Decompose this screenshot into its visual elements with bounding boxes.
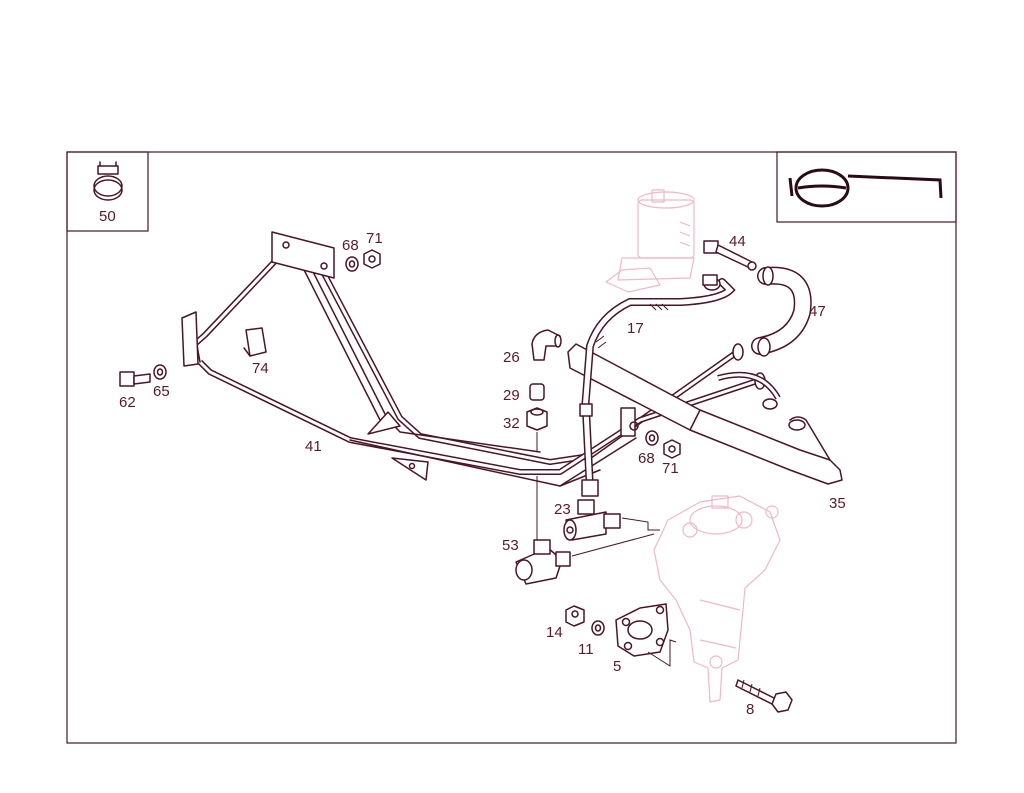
- callout-23: 23: [554, 501, 571, 518]
- callout-5: 5: [613, 658, 621, 675]
- fitting-53: [515, 533, 655, 585]
- diagram-frame: [66, 151, 957, 744]
- nut-32: [526, 407, 548, 431]
- callout-68-right: 68: [638, 450, 655, 467]
- steering-wheel-icon: [788, 168, 943, 208]
- callout-35: 35: [829, 495, 846, 512]
- washer-68-top: [345, 256, 359, 272]
- hose-clamp-icon: [93, 161, 123, 201]
- washer-65: [153, 364, 167, 380]
- callout-71-top: 71: [366, 230, 383, 247]
- callout-68-top: 68: [342, 237, 359, 254]
- callout-26: 26: [503, 349, 520, 366]
- callout-44: 44: [729, 233, 746, 250]
- inset-steering: [776, 151, 957, 223]
- nut-71-right: [663, 439, 681, 459]
- gasket-5: [615, 603, 677, 667]
- suction-hose-35: [567, 343, 843, 485]
- callout-65: 65: [153, 383, 170, 400]
- callout-29: 29: [503, 387, 520, 404]
- callout-11: 11: [578, 641, 594, 658]
- return-line-41: [181, 231, 766, 487]
- callout-41: 41: [305, 438, 322, 455]
- inset-hose-clamp: 50: [66, 151, 149, 232]
- inset-box-left: [66, 151, 149, 232]
- washer-68-right: [645, 430, 659, 446]
- power-steering-pump-ghost: [605, 189, 695, 293]
- steering-gear-ghost: [653, 495, 781, 703]
- fitting-44: [703, 240, 757, 271]
- callout-62: 62: [119, 394, 136, 411]
- callout-14: 14: [546, 624, 563, 641]
- clip-74: [243, 327, 267, 357]
- callout-32: 32: [503, 415, 520, 432]
- inset-box-right: [776, 151, 957, 223]
- elbow-26: [531, 329, 562, 361]
- washer-11: [591, 620, 605, 636]
- pressure-hose-17: [579, 274, 736, 497]
- callout-17: 17: [627, 320, 644, 337]
- hose-47: [751, 266, 812, 357]
- callout-53: 53: [502, 537, 519, 554]
- tee-fitting-23: [563, 499, 660, 541]
- nut-71-top: [363, 249, 381, 269]
- bolt-8: [735, 679, 793, 713]
- callout-71-right: 71: [662, 460, 679, 477]
- callout-8: 8: [746, 701, 754, 718]
- callout-50: 50: [99, 208, 116, 225]
- callout-74: 74: [252, 360, 269, 377]
- callout-47: 47: [809, 303, 826, 320]
- nut-14: [565, 605, 585, 627]
- bolt-62: [119, 371, 151, 387]
- sleeve-29: [529, 383, 545, 401]
